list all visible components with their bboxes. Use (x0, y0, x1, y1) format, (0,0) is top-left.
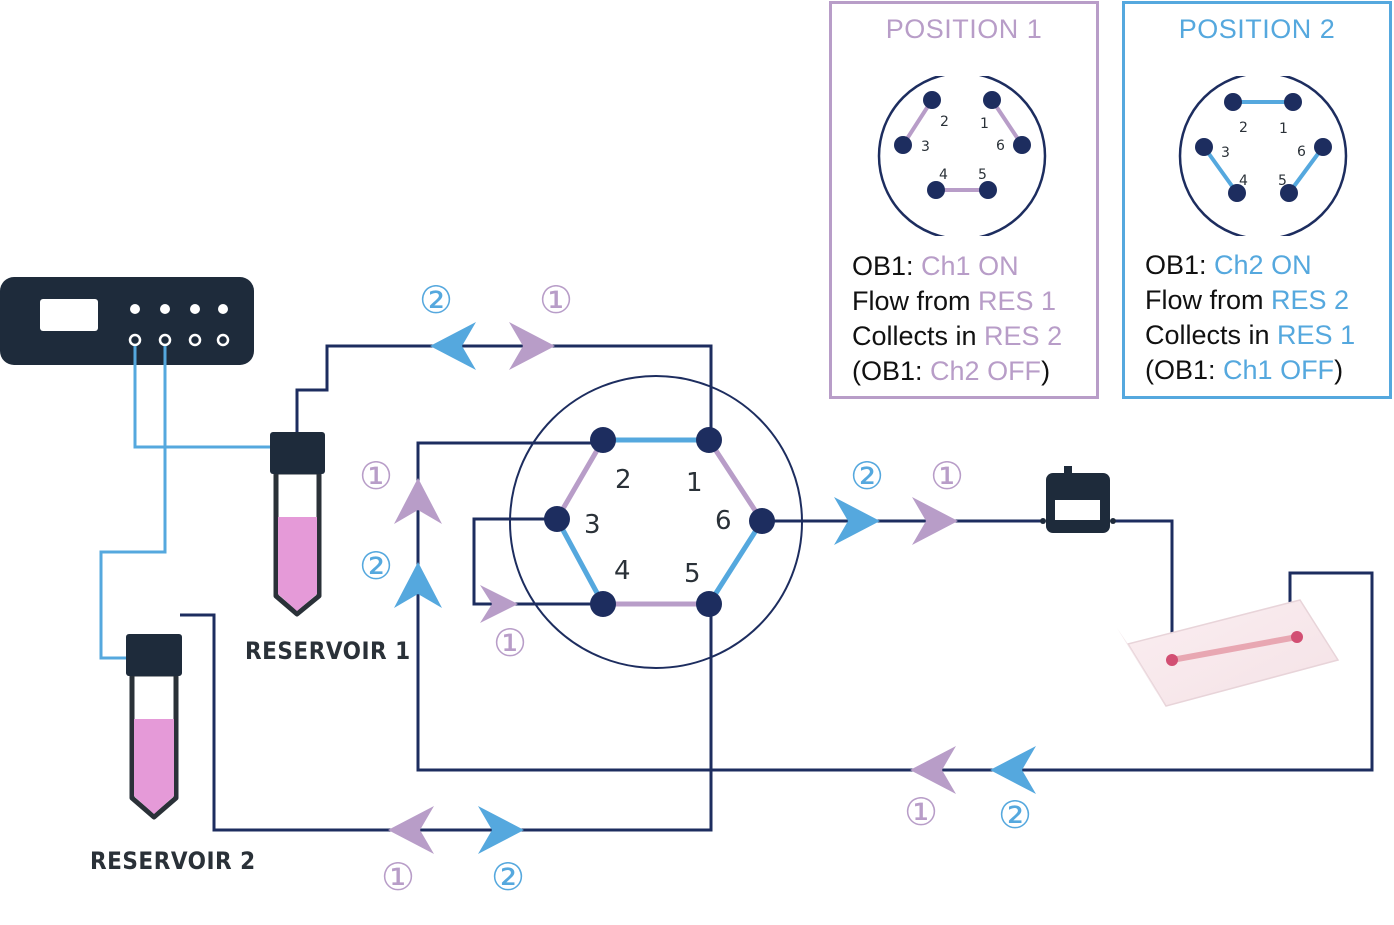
valve-ports (544, 427, 775, 617)
pos1-port-3: 3 (921, 139, 930, 155)
pos1-channel-off: Ch2 OFF (930, 356, 1042, 386)
rotary-valve: 2 1 3 6 4 5 (509, 375, 803, 669)
valve-position2-links (554, 437, 765, 607)
outlet-ch2 (158, 333, 172, 347)
position-1-valve-icon: 2 1 3 6 4 5 (877, 76, 1047, 236)
marker-outlet-2: ② (850, 454, 884, 498)
valve-position1-links (554, 437, 765, 607)
valve-port-1: 1 (686, 468, 703, 498)
marker-res2-2: ② (491, 855, 525, 899)
arrow-res2-pos2-right (478, 806, 524, 854)
valve-port-2: 2 (615, 465, 632, 495)
pos2-flow-from: RES 2 (1271, 285, 1350, 315)
arrow-return-pos2-left (990, 746, 1036, 794)
position-2-description: OB1: Ch2 ON Flow from RES 2 Collects in … (1145, 250, 1356, 385)
arrow-return-pos1-left (910, 746, 956, 794)
marker-return-2: ② (998, 793, 1032, 837)
pos1-port-1: 1 (980, 116, 989, 132)
microfluidic-chip (1117, 599, 1340, 707)
arrow-left-pos1-up (394, 478, 442, 524)
arrow-res2-pos1-left (388, 806, 434, 854)
pos1-channel-on: Ch1 ON (921, 251, 1019, 281)
pos2-port-3: 3 (1221, 145, 1230, 161)
position-1-description: OB1: Ch1 ON Flow from RES 1 Collects in … (852, 251, 1063, 386)
position-2-title: POSITION 2 (1178, 14, 1336, 44)
pos2-channel-on: Ch2 ON (1214, 250, 1312, 280)
flow-sensor (1040, 466, 1116, 533)
position-1-panel: POSITION 1 2 1 3 6 4 5 OB1: Ch1 ON Flow … (829, 1, 1099, 399)
reservoir-2 (126, 634, 182, 820)
outlet-ch1 (128, 333, 142, 347)
arrow-left-pos2-up (394, 562, 442, 608)
pos2-collects-in: RES 1 (1277, 320, 1356, 350)
marker-top-2: ② (419, 278, 453, 322)
position-2-valve-icon: 2 1 3 6 4 5 (1178, 76, 1348, 236)
pos1-port-5: 5 (978, 167, 987, 183)
valve-port-6: 6 (715, 506, 732, 536)
pos2-channel-off: Ch1 OFF (1223, 355, 1335, 385)
reservoir-2-label: RESERVOIR 2 (90, 847, 256, 875)
pos2-port-4: 4 (1239, 173, 1248, 189)
fluid-tubing (180, 344, 1374, 832)
arrow-outlet-pos2-right (834, 497, 880, 545)
reservoir-1-label: RESERVOIR 1 (245, 637, 411, 665)
marker-return-1: ① (904, 790, 938, 834)
marker-left-1: ① (359, 454, 393, 498)
pos1-port-6: 6 (996, 138, 1005, 154)
pos2-port-2: 2 (1239, 120, 1248, 136)
pos2-port-6: 6 (1297, 144, 1306, 160)
arrow-loop-pos1-right (480, 585, 518, 623)
marker-outlet-1: ① (930, 454, 964, 498)
arrow-top-pos2-left (430, 322, 476, 370)
pressure-tubing (99, 346, 272, 660)
pos1-collects-in: RES 2 (984, 321, 1063, 351)
pos1-flow-from: RES 1 (978, 286, 1057, 316)
pressure-controller (0, 277, 254, 365)
position-2-panel: POSITION 2 2 1 3 6 4 5 OB1: Ch2 ON Flow … (1122, 1, 1392, 399)
valve-port-4: 4 (614, 556, 631, 586)
marker-top-1: ① (539, 278, 573, 322)
position-markers: ② ① ① ② ① ② ① ① ② ① ② (359, 278, 1032, 899)
reservoir-1 (270, 432, 325, 617)
marker-left-2: ② (359, 544, 393, 588)
valve-port-5: 5 (684, 559, 701, 589)
pos2-port-1: 1 (1279, 121, 1288, 137)
pos1-port-2: 2 (940, 114, 949, 130)
marker-res2-1: ① (381, 855, 415, 899)
valve-port-3: 3 (584, 510, 601, 540)
controller-screen (40, 299, 98, 331)
marker-loop-1: ① (493, 621, 527, 665)
pos1-port-4: 4 (939, 167, 948, 183)
arrow-outlet-pos1-right (912, 497, 958, 545)
position-1-title: POSITION 1 (885, 14, 1043, 44)
pos2-port-5: 5 (1278, 173, 1287, 189)
arrow-top-pos1-right (509, 322, 555, 370)
